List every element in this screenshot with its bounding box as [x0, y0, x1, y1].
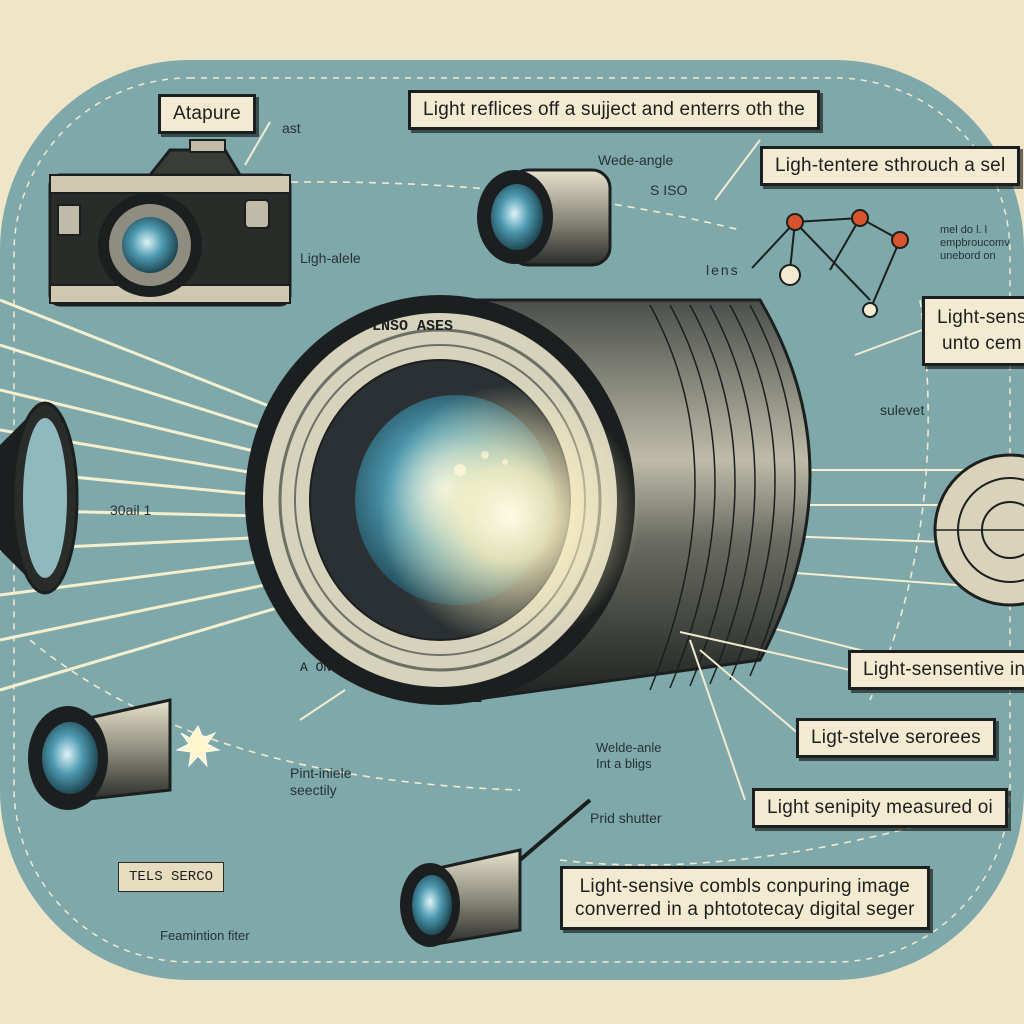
label-lens-rim-bottom: PELSABLE [410, 690, 483, 707]
dashed-guide-curve [29, 639, 521, 791]
flashlight [28, 698, 221, 810]
lens-focus-ring [649, 304, 796, 691]
label-dim-left: 30ail 1 [110, 502, 152, 518]
callout-lines [244, 121, 923, 801]
dashed-guide-curve [559, 819, 941, 866]
light-flare [380, 385, 640, 645]
label-light-sens: Light-sens [937, 307, 1024, 328]
label-top-banner: Light reflices off a sujject and enterrs… [408, 90, 821, 130]
note-line: mel do l. l [940, 224, 988, 236]
label-aperture-arrow: ast [282, 120, 301, 136]
label-light-sensitive-in: Light-sensentive in [848, 650, 1024, 690]
label-lens-rim-top: LNSO ASES [372, 318, 454, 335]
note-line: unebord on [940, 250, 996, 262]
label-top-right: Ligh-tentere sthrouch a sel [760, 146, 1021, 186]
label-light-senpity: Light senipity measured oi [752, 788, 1008, 828]
wide-angle-line: Int a bligs [596, 756, 652, 771]
label-light-angle: Ligh-alele [300, 250, 361, 266]
label-subject: sulevet [880, 402, 925, 418]
label-iso: S ISO [650, 182, 688, 198]
small-lens-top [477, 168, 612, 267]
small-right-note: mel do l. l empbroucomv unebord on [940, 224, 1010, 263]
label-aperture: Atapure [158, 94, 256, 134]
label-tele-sensor: TELS SERCO [118, 862, 225, 892]
label-light-selve: Ligt-stelve serorees [796, 718, 996, 758]
label-light-sens-box: Light-sens unto cem [922, 296, 1024, 366]
label-point-inside: Pint-iniele seectily [290, 765, 351, 799]
label-lens: lens [706, 262, 740, 278]
label-lens-rim-left: A ONIE [300, 660, 347, 675]
label-bottom-big: Light-sensive combls conpuring image con… [560, 866, 930, 930]
label-print-shutter: Prid shutter [590, 810, 662, 826]
label-foundation-filter: Feamintion fiter [160, 928, 250, 943]
label-wide-angle-top: Wede-angle [598, 152, 674, 168]
bottom-small-lens [400, 798, 592, 947]
bottom-big-line: Light-sensive combls conpuring image [579, 876, 911, 897]
left-funnel [0, 401, 79, 595]
note-line: empbroucomv [940, 237, 1010, 249]
network-diagram [751, 209, 909, 318]
point-inside-line: Pint-iniele [290, 765, 352, 781]
wide-angle-line: Welde-anle [596, 740, 662, 755]
target-dial [933, 453, 1024, 607]
bottom-big-line: converred in a phtototecay digital seger [575, 899, 915, 920]
label-wide-angle-bottom: Welde-anle Int a bligs [596, 740, 662, 772]
vintage-camera [48, 139, 292, 307]
point-inside-line: seectily [290, 782, 337, 798]
label-onto-cam: unto cem [941, 333, 1022, 354]
